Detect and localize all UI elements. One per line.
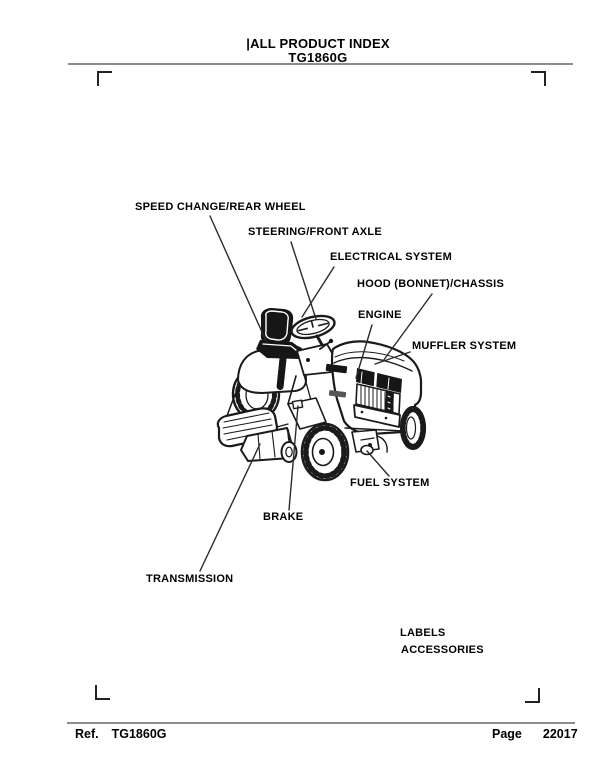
part-label-steering-front-axle[interactable]: STEERING/FRONT AXLE <box>248 226 382 238</box>
footer-divider <box>67 722 575 724</box>
ref-value: TG1860G <box>111 727 167 741</box>
leader-lines <box>199 215 433 572</box>
page-label: Page <box>492 727 522 741</box>
part-label-accessories[interactable]: ACCESSORIES <box>401 644 484 656</box>
crop-mark-bottom-right-icon <box>525 688 540 703</box>
footer-reference: Ref. TG1860G <box>75 727 167 741</box>
brand-badge <box>325 363 348 374</box>
header-divider <box>68 63 573 65</box>
mower-deck <box>216 407 298 463</box>
crop-mark-bottom-left-icon <box>95 685 110 700</box>
model-badge <box>328 390 347 398</box>
crop-mark-top-right-icon <box>531 71 546 86</box>
part-label-electrical-system[interactable]: ELECTRICAL SYSTEM <box>330 251 453 263</box>
front-wheel-near <box>300 422 350 482</box>
leader-line-fuel-system <box>366 450 390 477</box>
leader-line-transmission <box>199 443 261 572</box>
hood <box>325 340 423 436</box>
part-label-brake[interactable]: BRAKE <box>263 511 304 523</box>
leader-line-muffler-system <box>374 351 411 365</box>
front-wheel-far <box>399 405 427 451</box>
part-label-muffler-system[interactable]: MUFFLER SYSTEM <box>412 340 517 352</box>
model-title: TG1860G <box>288 50 348 65</box>
chassis-step <box>287 374 327 430</box>
part-label-transmission[interactable]: TRANSMISSION <box>146 573 234 585</box>
fuel-area <box>344 427 405 456</box>
part-label-fuel-system[interactable]: FUEL SYSTEM <box>350 477 430 489</box>
ref-label: Ref. <box>75 727 99 741</box>
leader-line-electrical-system <box>301 266 335 318</box>
part-label-speed-change-rear-wheel[interactable]: SPEED CHANGE/REAR WHEEL <box>135 201 306 213</box>
leader-line-steering-front-axle <box>290 241 317 320</box>
leader-line-hood-bonnet-chassis <box>382 293 433 362</box>
leader-line-brake <box>288 405 299 511</box>
crop-mark-top-left-icon <box>97 71 112 86</box>
tractor-illustration <box>216 308 427 482</box>
page-value: 22017 <box>542 727 578 741</box>
seat <box>256 308 303 359</box>
page-title: |ALL PRODUCT INDEX <box>246 36 390 51</box>
part-label-engine[interactable]: ENGINE <box>358 309 402 321</box>
leader-line-engine <box>355 324 373 379</box>
leader-line-speed-change-rear-wheel <box>209 215 267 342</box>
part-label-hood-bonnet-chassis[interactable]: HOOD (BONNET)/CHASSIS <box>357 278 505 290</box>
part-label-labels[interactable]: LABELS <box>400 627 446 639</box>
footer-page: Page 22017 <box>492 727 578 741</box>
